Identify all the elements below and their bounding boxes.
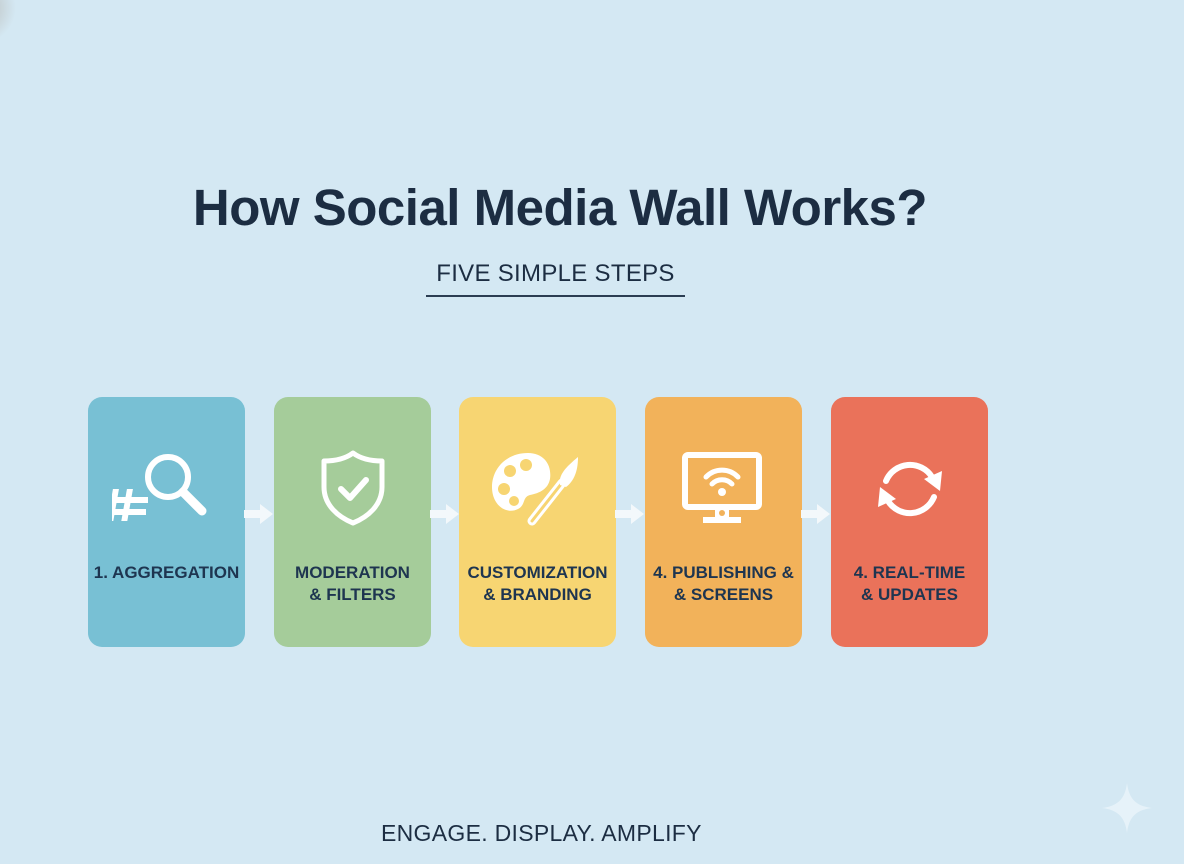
step-label-line1: MODERATION [295,563,410,582]
palette-brush-icon [459,449,616,529]
hashtag-search-icon [88,449,245,529]
step-label-line2: & FILTERS [309,585,396,604]
arrow-right-icon [244,504,273,524]
step-card-realtime: 4. REAL-TIME & UPDATES [831,397,988,647]
step-label-line1: 4. PUBLISHING & [653,563,794,582]
arrow-right-icon [615,504,644,524]
step-label: MODERATION & FILTERS [274,562,431,606]
arrow-right-icon [430,504,459,524]
step-card-customization: CUSTOMIZATION & BRANDING [459,397,616,647]
step-label-line2: & UPDATES [861,585,958,604]
monitor-wifi-icon [645,449,802,529]
page-title: How Social Media Wall Works? [192,179,928,236]
step-label: 4. PUBLISHING & & SCREENS [645,562,802,606]
corner-shadow [0,0,20,40]
sparkle-icon [1102,783,1152,833]
step-card-moderation: MODERATION & FILTERS [274,397,431,647]
step-card-publishing: 4. PUBLISHING & & SCREENS [645,397,802,647]
step-label-line1: 4. REAL-TIME [853,563,966,582]
step-label-line2: & BRANDING [483,585,592,604]
step-label-line1: 1. AGGREGATION [93,563,240,582]
subtitle-underline [426,295,685,297]
step-card-aggregation: 1. AGGREGATION [88,397,245,647]
arrow-right-icon [801,504,830,524]
step-label-line1: CUSTOMIZATION [467,563,608,582]
subtitle-block: FIVE SIMPLE STEPS [426,260,685,297]
step-label: 1. AGGREGATION [88,562,245,584]
step-label: 4. REAL-TIME & UPDATES [831,562,988,606]
refresh-cycle-icon [831,449,988,529]
step-label-line2: & SCREENS [673,585,774,604]
subtitle: FIVE SIMPLE STEPS [436,260,675,287]
shield-check-icon [274,449,431,529]
footer-tagline: ENGAGE. DISPLAY. AMPLIFY [381,820,702,846]
step-label: CUSTOMIZATION & BRANDING [459,562,616,606]
